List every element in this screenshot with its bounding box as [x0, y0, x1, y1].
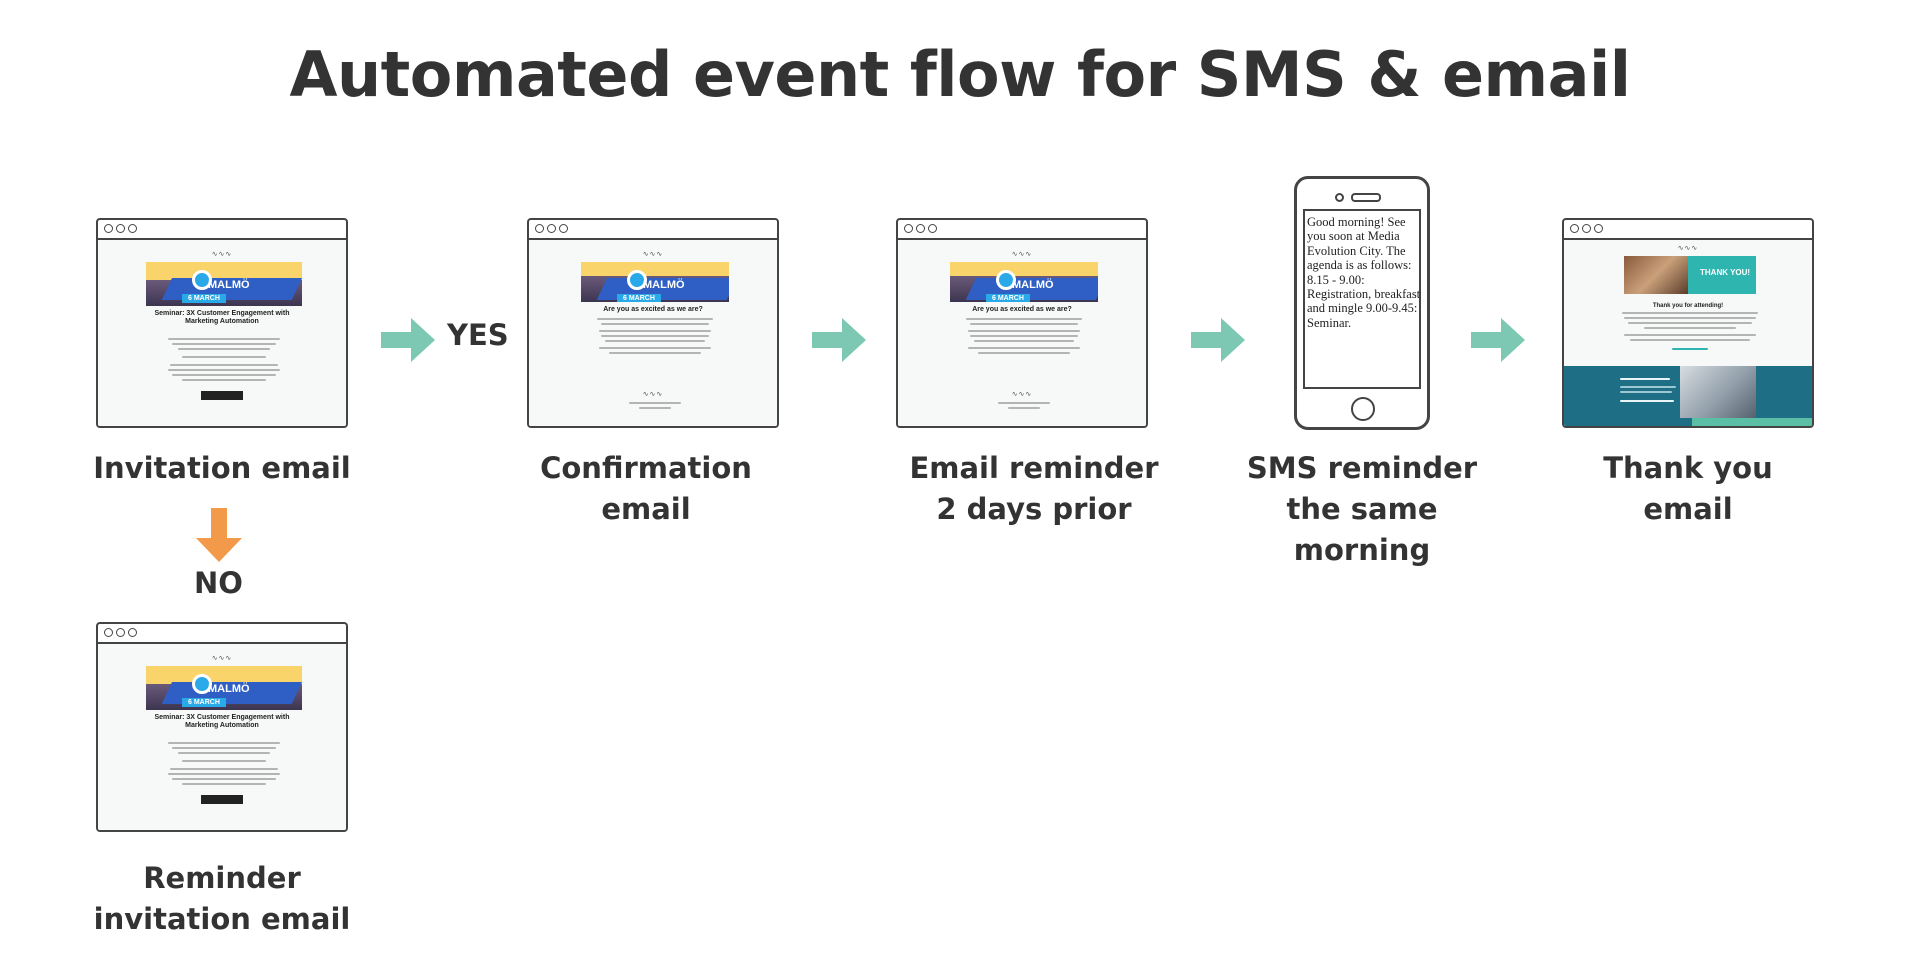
cta-button	[201, 795, 243, 804]
banner-date: 6 MARCH	[182, 294, 226, 303]
window-dot-icon	[928, 224, 937, 233]
location-pin-icon	[192, 674, 212, 694]
logo-icon: ∿∿∿	[1011, 251, 1033, 258]
event-banner: MALMÖ 6 MARCH	[146, 262, 302, 306]
home-button-icon	[1351, 397, 1375, 421]
email-heading: Seminar: 3X Customer Engagement with Mar…	[154, 714, 290, 729]
location-pin-icon	[996, 270, 1016, 290]
location-pin-icon	[192, 270, 212, 290]
thank-you-footer	[1564, 366, 1812, 426]
banner-date: 6 MARCH	[182, 698, 226, 707]
attendees-photo	[1624, 256, 1688, 294]
window-dot-icon	[535, 224, 544, 233]
sms-message: Good morning! See you soon at Media Evol…	[1307, 215, 1421, 330]
cta-button	[201, 391, 243, 400]
email-heading: Seminar: 3X Customer Engagement with Mar…	[154, 310, 290, 325]
arrow-right-icon	[812, 318, 866, 362]
email-reminder-mockup: ∿∿∿ MALMÖ 6 MARCH Are you as excited as …	[896, 218, 1148, 428]
decision-yes: YES	[447, 318, 509, 352]
phone-screen	[1303, 209, 1421, 389]
thank-you-email-mockup: ∿∿∿ THANK YOU! Thank you for attending!	[1562, 218, 1814, 428]
phone-camera-icon	[1335, 193, 1344, 202]
location-pin-icon	[627, 270, 647, 290]
banner-city: MALMÖ	[643, 279, 685, 291]
arrow-down-icon	[196, 508, 242, 562]
logo-icon: ∿∿∿	[1677, 245, 1699, 252]
step-label-thank-you: Thank you email	[1603, 451, 1773, 526]
email-heading: Thank you for attending!	[1652, 303, 1724, 309]
window-dot-icon	[128, 224, 137, 233]
step-label-sms-reminder: SMS reminder the same morning	[1246, 451, 1478, 567]
banner-city: MALMÖ	[208, 279, 250, 291]
window-dot-icon	[104, 224, 113, 233]
logo-icon: ∿∿∿	[642, 251, 664, 258]
phone-speaker-icon	[1351, 193, 1381, 202]
window-dot-icon	[916, 224, 925, 233]
confirmation-email-mockup: ∿∿∿ MALMÖ 6 MARCH Are you as excited as …	[527, 218, 779, 428]
logo-icon: ∿∿∿	[211, 655, 233, 662]
window-dot-icon	[904, 224, 913, 233]
window-dot-icon	[116, 224, 125, 233]
step-label-invitation: Invitation email	[93, 451, 351, 485]
arrow-right-icon	[1191, 318, 1245, 362]
event-banner: MALMÖ 6 MARCH	[950, 262, 1098, 302]
decision-no: NO	[194, 566, 243, 600]
browser-bar	[98, 220, 346, 240]
window-dot-icon	[547, 224, 556, 233]
banner-city: MALMÖ	[1012, 279, 1054, 291]
banner-date: 6 MARCH	[617, 294, 661, 302]
footer-logo-icon: ∿∿∿	[642, 391, 664, 398]
phone-icon: Good morning! See you soon at Media Evol…	[1294, 176, 1430, 430]
reminder-invitation-email-mockup: ∿∿∿ MALMÖ 6 MARCH Seminar: 3X Customer E…	[96, 622, 348, 832]
arrow-right-icon	[1471, 318, 1525, 362]
step-label-reminder-invitation: Reminder invitation email	[93, 861, 351, 936]
banner-date: 6 MARCH	[986, 294, 1030, 302]
step-label-confirmation: Confirmation email	[540, 451, 752, 526]
thank-you-banner: THANK YOU!	[1624, 256, 1756, 294]
window-dot-icon	[1594, 224, 1603, 233]
window-dot-icon	[559, 224, 568, 233]
invitation-email-mockup: ∿∿∿ MALMÖ 6 MARCH Seminar: 3X Customer E…	[96, 218, 348, 428]
arrow-right-icon	[381, 318, 435, 362]
window-dot-icon	[1582, 224, 1591, 233]
window-dot-icon	[116, 628, 125, 637]
window-dot-icon	[1570, 224, 1579, 233]
banner-city: MALMÖ	[208, 683, 250, 695]
laptop-photo	[1680, 366, 1756, 418]
email-heading: Are you as excited as we are?	[972, 306, 1072, 313]
page-title: Automated event flow for SMS & email	[289, 38, 1631, 111]
window-dot-icon	[128, 628, 137, 637]
footer-logo-icon: ∿∿∿	[1011, 391, 1033, 398]
event-banner: MALMÖ 6 MARCH	[581, 262, 729, 302]
event-banner: MALMÖ 6 MARCH	[146, 666, 302, 710]
email-heading: Are you as excited as we are?	[603, 306, 703, 313]
step-label-email-reminder: Email reminder 2 days prior	[909, 451, 1159, 526]
window-dot-icon	[104, 628, 113, 637]
logo-icon: ∿∿∿	[211, 251, 233, 258]
